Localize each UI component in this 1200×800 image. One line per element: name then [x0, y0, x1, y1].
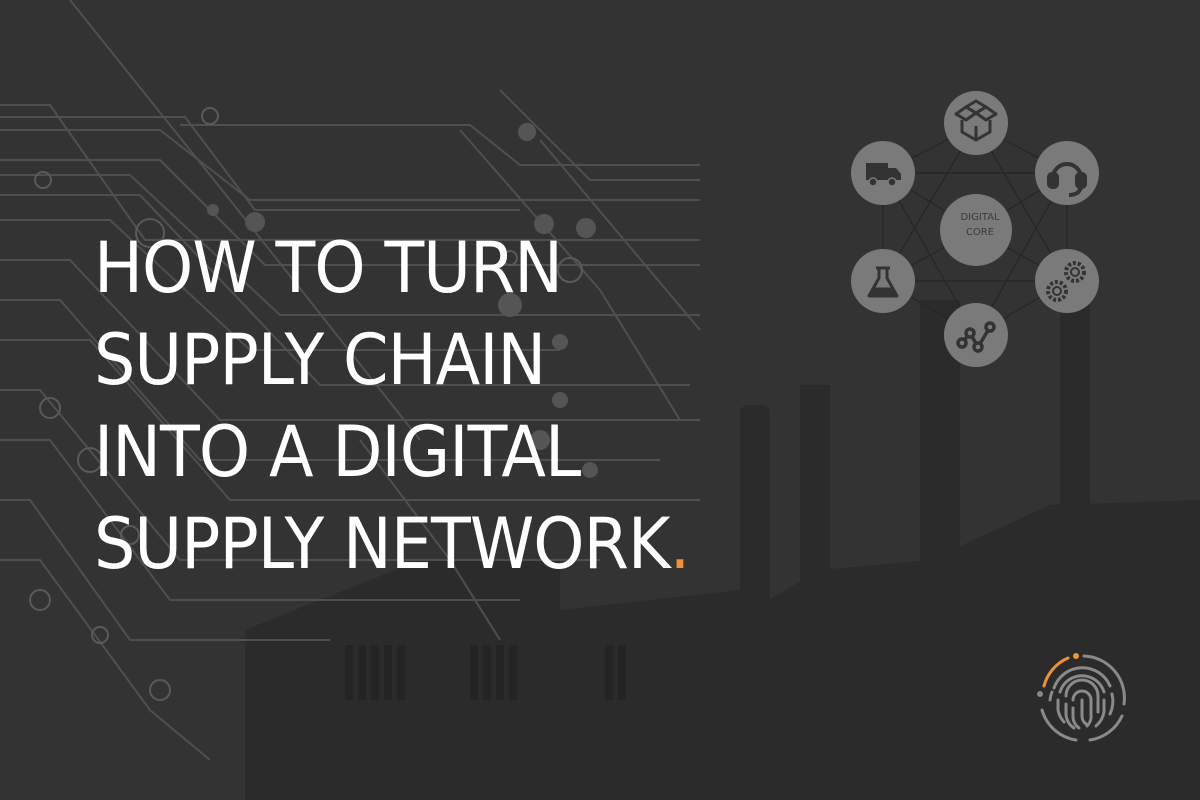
node-flask — [851, 249, 915, 313]
headline: HOW TO TURN SUPPLY CHAIN INTO A DIGITAL … — [94, 222, 691, 590]
digital-core-label: DIGITAL CORE — [940, 210, 1020, 240]
node-analytics — [944, 303, 1008, 367]
headset-icon — [1047, 162, 1087, 197]
digital-core-node — [940, 194, 1012, 266]
analytics-icon — [956, 321, 996, 353]
node-box — [944, 91, 1008, 155]
node-headset — [1035, 141, 1099, 205]
headline-line-3: INTO A DIGITAL — [94, 411, 581, 493]
flask-icon — [867, 266, 899, 298]
circuit-lines — [0, 0, 701, 761]
truck-icon — [866, 163, 901, 187]
fingerprint-icon — [1037, 653, 1126, 742]
digital-core-diagram — [851, 91, 1099, 367]
headline-line-2: SUPPLY CHAIN — [94, 319, 546, 401]
headline-line-4-text: SUPPLY NETWORK — [94, 503, 671, 585]
box-icon — [954, 99, 998, 142]
circuit-dots — [207, 123, 598, 478]
digital-core-label-line-2: CORE — [965, 227, 995, 238]
accent-period: . — [669, 503, 691, 585]
digital-core-label-line-1: DIGITAL — [960, 212, 1000, 223]
circuit-nodes — [29, 107, 583, 701]
gears-icon — [1046, 261, 1086, 302]
headline-line-1: HOW TO TURN — [94, 227, 563, 309]
factory-windows — [345, 645, 626, 700]
node-gears — [1035, 249, 1099, 313]
headline-line-4: SUPPLY NETWORK. — [94, 498, 691, 590]
